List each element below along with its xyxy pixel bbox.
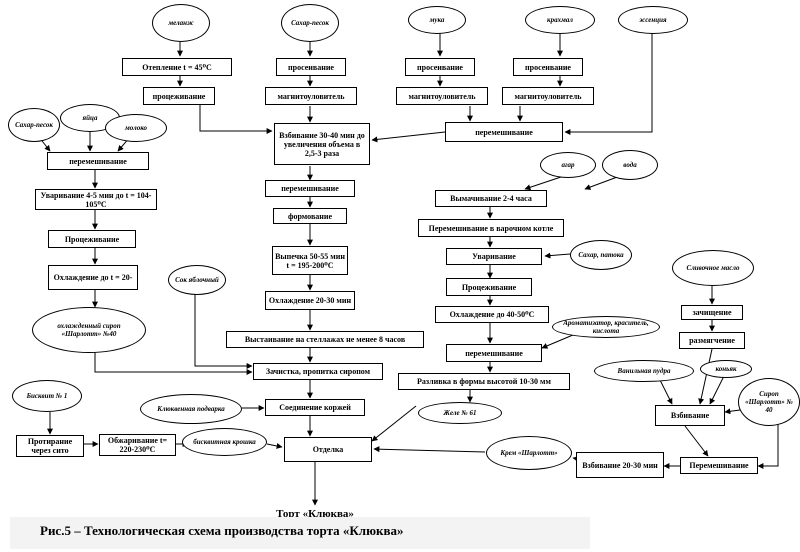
ingredient-starch: крахмал [525,6,595,34]
step-sugar-magnet: магнитоуловитель [265,87,357,105]
ingredient-cognac: коньяк [700,360,752,378]
figure-caption: Рис.5 – Технологическая схема производст… [40,523,404,538]
step-whip: Взбивание 30-40 мин до увеличения объема… [274,123,370,165]
step-left-boil: Уваривание 4-5 мин до t = 104-105⁰С [35,189,157,210]
step-baking: Выпечка 50-55 мин t = 195-200⁰С [272,246,348,275]
step-mix-jelly: перемешивание [446,344,542,362]
step-boil-jelly: Уваривание [446,248,542,265]
caption-background [10,517,590,549]
step-butter-clean: зачищение [681,305,743,320]
ingredient-sugar-sand: Сахар-песок [281,4,339,42]
step-finishing: Отделка [284,437,372,462]
step-starch-magnet: магнитоуловитель [502,87,594,105]
step-flour-sift: просеивание [405,58,475,76]
ingredient-melanzh: меланж [152,4,210,42]
ingredient-sugar-sand-left: Сахар-песок [8,108,60,142]
step-left-mix: перемешивание [47,152,149,170]
step-rub-sieve: Протирание через сито [16,435,84,457]
ingredient-agar: агар [540,152,596,178]
step-cream-mix: Перемешивание [680,457,758,474]
oval-cream-sharlotte: Крем «Шарлотт» [486,436,572,470]
oval-jelly-61: Желе № 61 [418,402,502,424]
ingredient-flour: мука [408,6,466,34]
step-soak: Вымачивание 2-4 часа [435,190,547,207]
ingredient-milk: молоко [105,114,167,142]
oval-syrup-sharlotte-40: Сироп «Шарлотт» № 40 [738,378,800,426]
step-cool-jelly: Охлаждение до 40-50⁰С [435,306,549,323]
ingredient-biscuit: Бисквит № 1 [12,380,82,412]
step-cooling-center: Охлаждение 20-30 мин [265,291,355,310]
ingredient-water: вода [602,150,658,180]
step-flour-magnet: магнитоуловитель [396,87,488,105]
ingredient-biscuit-crumb: бисквитная крошка [182,428,267,456]
step-left-strain: Процеживание [48,230,136,248]
ingredient-essence: эссенция [618,6,688,34]
step-left-cool: Охлаждение до t = 20- [48,265,138,290]
step-starch-sift: просеивание [513,58,583,76]
step-aging: Выстаивание на стеллажах не менее 8 часо… [226,331,424,348]
step-trimming: Зачистка, пропитка сиропом [253,363,383,380]
step-butter-soften: размягчение [679,332,745,349]
step-strain-jelly: Процеживание [446,278,532,296]
ingredient-vanilla-powder: Ванильная пудра [594,360,694,382]
step-mix-kettle: Перемешивание в варочном котле [418,219,564,237]
step-melanzh-warm: Отепление t = 45⁰С [122,58,232,76]
step-joining: Соединение коржей [265,399,365,416]
step-burn: Обжаривание t= 220-230⁰С [99,434,176,456]
step-flour-starch-mix: перемешивание [445,122,563,142]
ingredient-cranberry-filling: Клюквенная подварка [140,394,242,424]
oval-syrup-sharlotte: охлажденный сироп «Шарлотт» №40 [32,307,146,353]
ingredient-flavoring: Ароматизатор, краситель, кислота [552,316,660,338]
ingredient-apple-juice: Сок яблочный [168,265,226,295]
step-cream-whip-time: Взбивание 20-30 мин [576,452,664,478]
step-center-mix: перемешивание [265,180,355,197]
step-forming: формование [273,208,347,224]
ingredient-creamy-butter: Сливочное масло [672,250,754,286]
step-cream-whip: Взбивание [655,405,725,426]
ingredient-sugar-syrup-molasses: Сахар, патока [570,240,632,270]
step-melanzh-strain: процеживание [143,87,215,105]
step-sugar-sift: просеивание [276,58,346,76]
step-pour-jelly: Разливка в формы высотой 10-30 мм [398,373,570,390]
